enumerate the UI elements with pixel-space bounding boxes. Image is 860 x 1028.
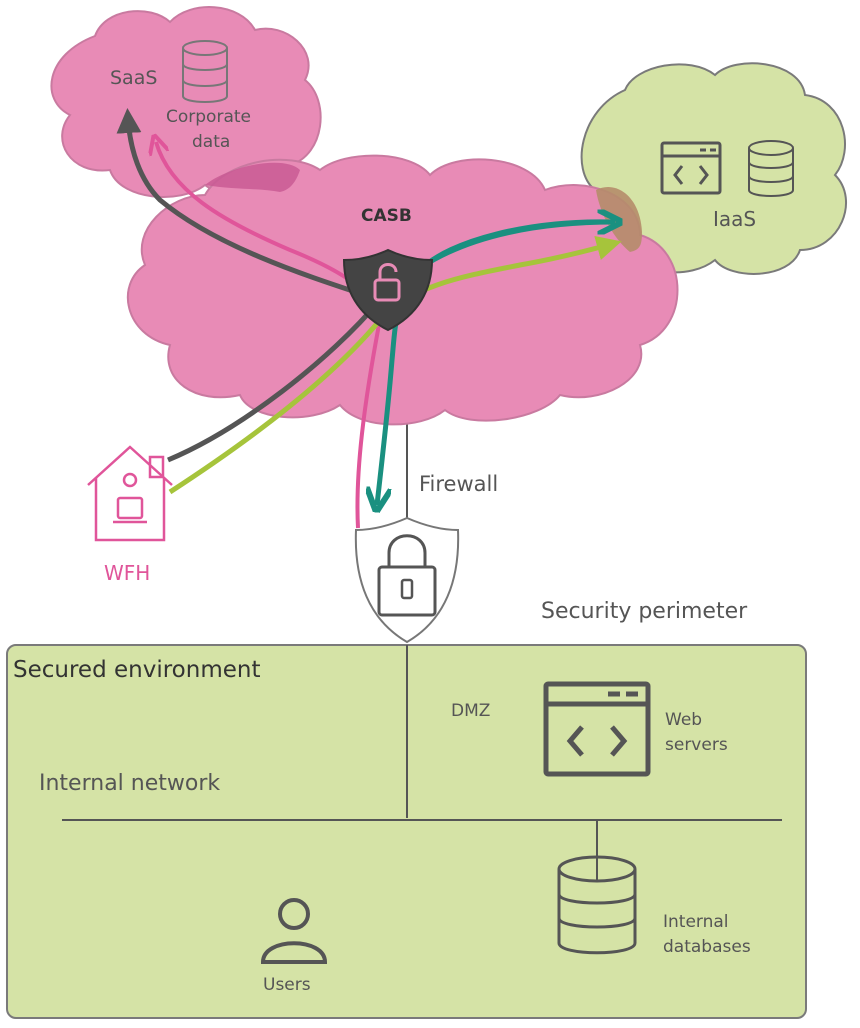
dmz-label: DMZ — [451, 701, 490, 721]
casb-label: CASB — [361, 206, 412, 226]
secured-environment-label: Secured environment — [13, 657, 260, 683]
corporate-data-label-1: Corporate — [166, 107, 251, 127]
arrow-dark-wfh-saas — [116, 108, 385, 463]
saas-label: SaaS — [110, 67, 157, 89]
code-window-icon — [543, 681, 651, 777]
internal-network-label: Internal network — [39, 771, 220, 796]
corporate-data-label-2: data — [192, 132, 230, 152]
web-servers-label-2: servers — [665, 735, 728, 755]
arrow-teal-to-iaas — [418, 222, 615, 271]
user-icon — [260, 898, 328, 964]
security-perimeter-label: Security perimeter — [541, 599, 748, 624]
users-label: Users — [263, 975, 311, 995]
firewall-label: Firewall — [419, 472, 498, 496]
database-icon — [748, 140, 794, 197]
internal-databases-label-2: databases — [663, 937, 751, 957]
padlock-icon — [354, 516, 460, 644]
house-icon — [87, 445, 173, 542]
shield-lock-icon — [342, 248, 434, 332]
iaas-label: IaaS — [713, 207, 756, 231]
database-icon — [557, 855, 637, 955]
internal-databases-label-1: Internal — [663, 912, 729, 932]
code-window-icon — [660, 141, 722, 195]
web-servers-label-1: Web — [665, 710, 702, 730]
database-icon — [182, 40, 228, 103]
saas-casb-overlap — [205, 162, 300, 192]
wfh-label: WFH — [104, 561, 150, 585]
